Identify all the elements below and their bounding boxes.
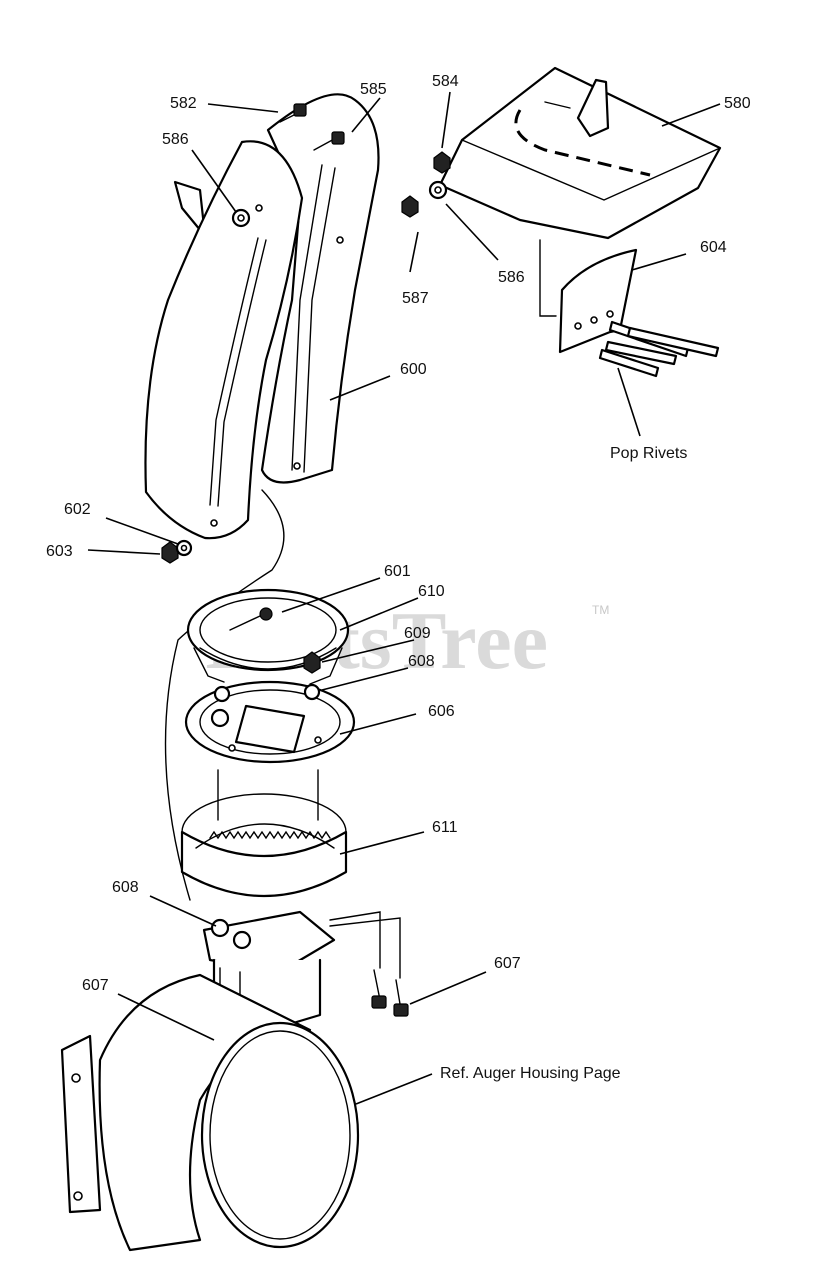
deflector-tip-604	[558, 248, 720, 378]
callout-604: 604	[700, 239, 727, 256]
callout-607-right: 607	[494, 955, 521, 972]
upper-chute-600	[144, 93, 380, 901]
callout-608-upper: 608	[408, 653, 435, 670]
callout-611: 611	[432, 819, 458, 836]
callout-608-lower: 608	[112, 879, 139, 896]
callout-582: 582	[170, 95, 197, 112]
callout-600: 600	[400, 361, 427, 378]
watermark-trademark: TM	[592, 603, 609, 617]
callout-602: 602	[64, 501, 91, 518]
callout-586-deflector: 586	[498, 269, 525, 286]
callout-580: 580	[724, 95, 751, 112]
callout-584: 584	[432, 73, 459, 90]
callout-609: 609	[404, 625, 431, 642]
upper-ring-610	[186, 588, 350, 685]
callout-610: 610	[418, 583, 445, 600]
auger-housing-tube	[60, 973, 360, 1252]
callout-603: 603	[46, 543, 73, 560]
callout-586-upper-chute: 586	[162, 131, 189, 148]
deflector-580	[401, 66, 722, 317]
ref-auger-housing-label: Ref. Auger Housing Page	[440, 1065, 621, 1082]
leader-lines	[87, 91, 721, 1105]
gear-ring-611	[180, 769, 348, 898]
callout-601: 601	[384, 563, 411, 580]
callout-labels: 582 585 586 584 580 586 587 604 Pop Rive…	[46, 73, 751, 1082]
callout-606: 606	[428, 703, 455, 720]
pop-rivets-label: Pop Rivets	[610, 445, 687, 462]
lower-mount-plate	[202, 910, 409, 1061]
callout-587: 587	[402, 290, 429, 307]
flange-plate-606	[184, 680, 356, 764]
callout-607-left: 607	[82, 977, 109, 994]
callout-585: 585	[360, 81, 387, 98]
